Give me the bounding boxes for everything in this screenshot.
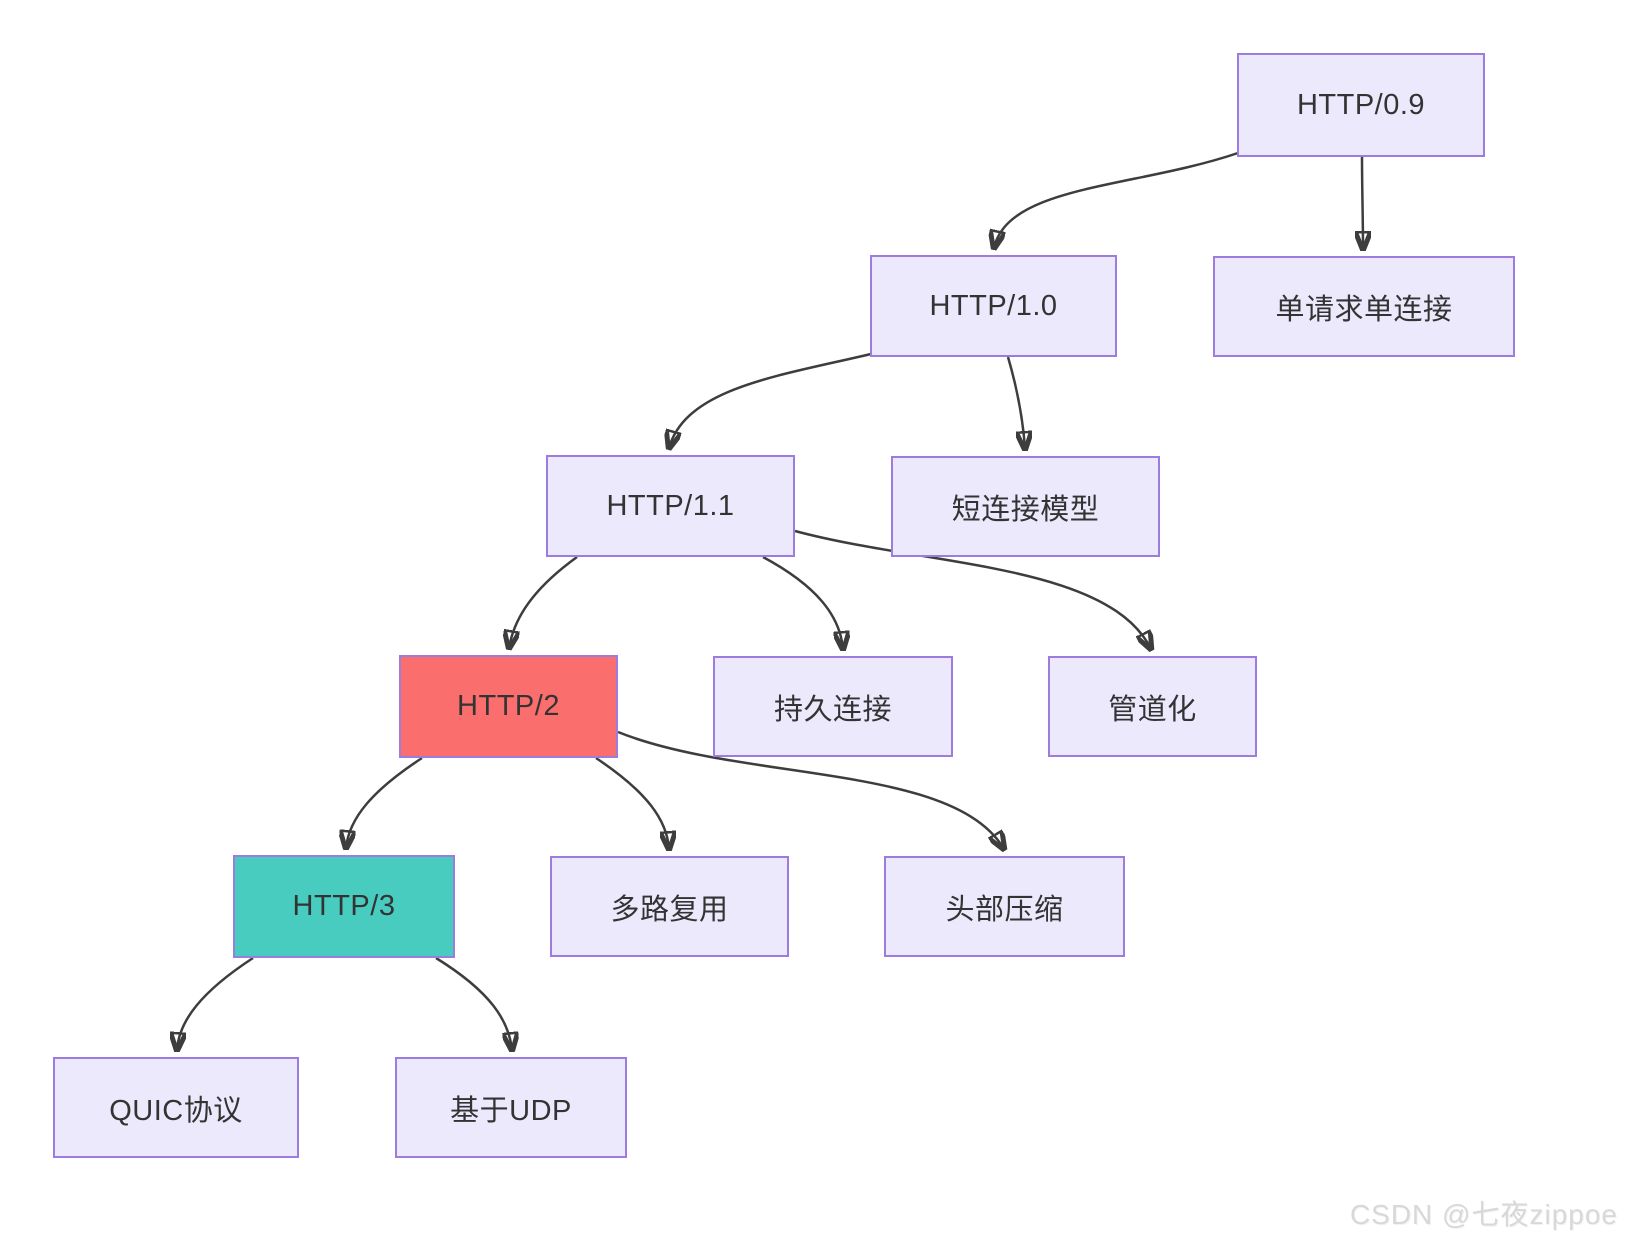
edge-http11-to-persistent bbox=[762, 555, 843, 649]
node-http11: HTTP/1.1 bbox=[546, 455, 795, 557]
edge-http09-to-single-request bbox=[1362, 156, 1363, 249]
node-http3-label: HTTP/3 bbox=[292, 890, 396, 922]
node-header-compression: 头部压缩 bbox=[884, 856, 1125, 957]
node-persistent-conn: 持久连接 bbox=[713, 656, 953, 757]
node-single-request-label: 单请求单连接 bbox=[1275, 293, 1453, 326]
edge-http10-to-short-conn bbox=[1006, 356, 1025, 449]
edge-http09-to-http10 bbox=[994, 151, 1239, 248]
node-single-request: 单请求单连接 bbox=[1213, 256, 1515, 357]
node-short-conn-label: 短连接模型 bbox=[951, 493, 1100, 526]
node-multiplexing: 多路复用 bbox=[550, 856, 789, 957]
edge-http10-to-http11 bbox=[669, 352, 872, 448]
node-http11-label: HTTP/1.1 bbox=[606, 489, 735, 522]
node-multiplexing-label: 多路复用 bbox=[610, 893, 729, 926]
node-http10: HTTP/1.0 bbox=[870, 255, 1117, 357]
node-short-conn: 短连接模型 bbox=[891, 456, 1160, 557]
node-pipelining-label: 管道化 bbox=[1108, 693, 1197, 726]
edge-http3-to-quic bbox=[177, 956, 254, 1050]
node-http09: HTTP/0.9 bbox=[1237, 53, 1485, 157]
node-udp-label: 基于UDP bbox=[450, 1094, 572, 1127]
node-http10-label: HTTP/1.0 bbox=[929, 289, 1058, 322]
node-udp: 基于UDP bbox=[395, 1057, 627, 1158]
edge-http2-to-http3 bbox=[346, 756, 423, 848]
csdn-watermark: CSDN @七夜zippoe bbox=[1349, 1199, 1618, 1230]
edge-http2-to-multiplexing bbox=[595, 756, 669, 849]
node-pipelining: 管道化 bbox=[1048, 656, 1257, 757]
node-http2-label: HTTP/2 bbox=[457, 690, 560, 722]
edge-http3-to-udp bbox=[435, 956, 512, 1050]
node-http3: HTTP/3 bbox=[233, 855, 455, 958]
edge-http11-to-http2 bbox=[509, 555, 578, 648]
node-http09-label: HTTP/0.9 bbox=[1296, 88, 1426, 121]
node-persistent-conn-label: 持久连接 bbox=[773, 693, 892, 726]
edge-http2-to-header-compression bbox=[617, 730, 1004, 849]
node-http2: HTTP/2 bbox=[399, 655, 618, 758]
node-quic: QUIC协议 bbox=[53, 1057, 299, 1158]
edge-http11-to-pipelining bbox=[794, 529, 1151, 649]
node-header-compression-label: 头部压缩 bbox=[945, 893, 1064, 926]
node-quic-label: QUIC协议 bbox=[109, 1094, 243, 1127]
